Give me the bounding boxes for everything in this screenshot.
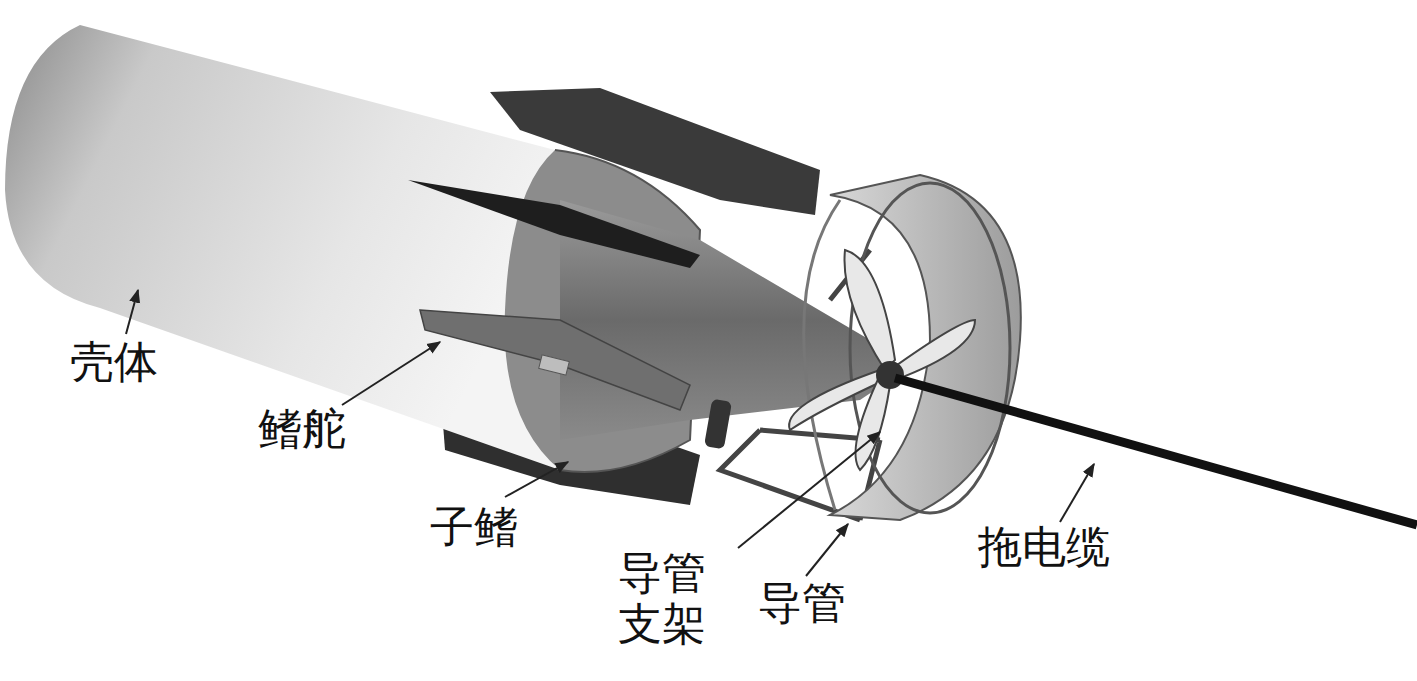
part-label: 子鳍	[430, 502, 518, 553]
tow-cable	[895, 378, 1417, 525]
part-label: 拖电缆	[978, 522, 1110, 573]
part-label: 鳍舵	[258, 404, 346, 455]
shell	[5, 25, 560, 470]
rudder-fin	[408, 180, 700, 268]
leader-line	[126, 290, 1094, 576]
part-label: 导管	[758, 578, 846, 629]
duct	[830, 175, 1021, 520]
rudder-flat	[420, 310, 690, 410]
part-label: 壳体	[70, 337, 158, 388]
part-label: 导管 支架	[618, 548, 710, 649]
propeller	[789, 250, 975, 470]
